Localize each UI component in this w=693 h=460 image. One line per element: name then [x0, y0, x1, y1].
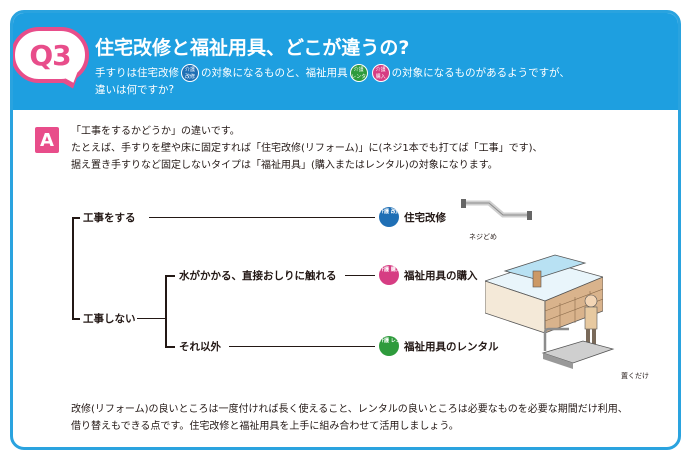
tree-branch-top [72, 217, 80, 219]
line-other [229, 346, 375, 347]
branch-no-construction: 工事しない [83, 313, 136, 325]
sub-water: 水がかかる、直接おしりに触れる [179, 270, 337, 282]
tree-branch-bottom [72, 318, 80, 320]
sub-trunk [165, 275, 167, 347]
question-title: 住宅改修と福祉用具、どこが違うの? [95, 37, 410, 59]
step-handrail-illustration [541, 294, 615, 369]
bathtub-illustration [485, 254, 603, 333]
note-screw: ネジどめ [469, 233, 497, 241]
closing-text: 改修(リフォーム)の良いところは一度付ければ長く使えること、レンタルの良いところ… [71, 404, 628, 432]
tree-trunk [72, 217, 74, 319]
question-header: Q3 住宅改修と福祉用具、どこが違うの? 手すりは住宅改修介護 改修の対象になる… [13, 13, 678, 110]
purchase-icon: 介護 購入 [379, 265, 399, 285]
sub-branch-bottom [165, 346, 175, 348]
answer-text: 「工事をするかどうか」の違いです。 たとえば、手すりを壁や床に固定すれば「住宅改… [71, 126, 543, 171]
note-place: 置くだけ [621, 372, 649, 380]
qa-card: Q3 住宅改修と福祉用具、どこが違うの? 手すりは住宅改修介護 改修の対象になる… [10, 10, 681, 450]
line-water [345, 275, 375, 276]
rental-icon: 介護 レンタル [379, 336, 399, 356]
purchase-icon: 介護 購入 [371, 64, 390, 82]
line-no-construction [137, 318, 165, 319]
branch-construction: 工事をする [83, 212, 136, 224]
answer-badge: A [35, 127, 59, 153]
sub-other: それ以外 [179, 341, 221, 353]
question-badge: Q3 [13, 27, 89, 83]
result-purchase: 介護 購入 福祉用具の購入 [377, 265, 478, 285]
renovation-icon: 介護 改修 [379, 207, 399, 227]
line-construction [149, 217, 375, 218]
wall-handrail-illustration [461, 199, 532, 220]
sub-branch-top [165, 275, 175, 277]
rental-icon: 介護 レンタル [349, 64, 368, 82]
result-rental: 介護 レンタル 福祉用具のレンタル [377, 336, 499, 356]
renovation-icon: 介護 改修 [181, 64, 199, 82]
result-renovation: 介護 改修 住宅改修 [377, 207, 446, 227]
